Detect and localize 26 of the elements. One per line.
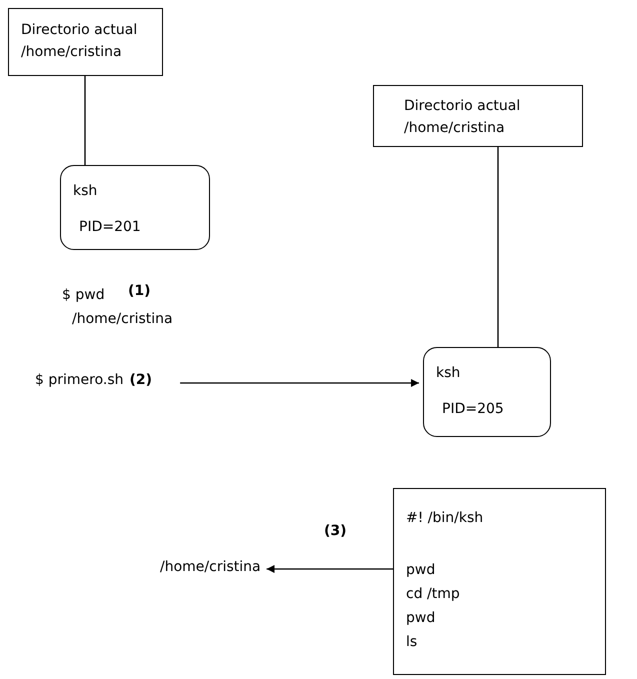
terminal-text: $ pwd: [62, 287, 105, 303]
node-text: PID=205: [442, 400, 504, 419]
node-text: pwd: [406, 609, 436, 628]
node-text: cd /tmp: [406, 585, 460, 604]
node-text: Directorio actual /home/cristina: [21, 21, 138, 62]
connector-line: [497, 147, 499, 347]
step-number: (2): [130, 372, 152, 388]
node-text: ls: [406, 633, 418, 652]
node-text: #! /bin/ksh: [406, 509, 484, 528]
node-text: ksh: [436, 364, 460, 383]
process-box: [60, 165, 210, 250]
node-text: Directorio actual /home/cristina: [404, 97, 522, 138]
node-text: pwd: [406, 561, 436, 580]
step-number: (1): [128, 283, 151, 299]
arrow: [266, 565, 393, 573]
node-text: ksh: [73, 182, 98, 201]
terminal-text: /home/cristina: [72, 311, 173, 327]
node-text: PID=201: [79, 218, 141, 237]
command-text: /home/cristina: [160, 559, 261, 575]
process-box: [423, 347, 551, 437]
directory-box: [373, 85, 583, 147]
directory-box: [8, 8, 163, 76]
connector-line: [84, 76, 86, 165]
script-box: [393, 488, 606, 675]
arrow: [180, 379, 419, 387]
command-text: $ primero.sh: [35, 372, 124, 388]
